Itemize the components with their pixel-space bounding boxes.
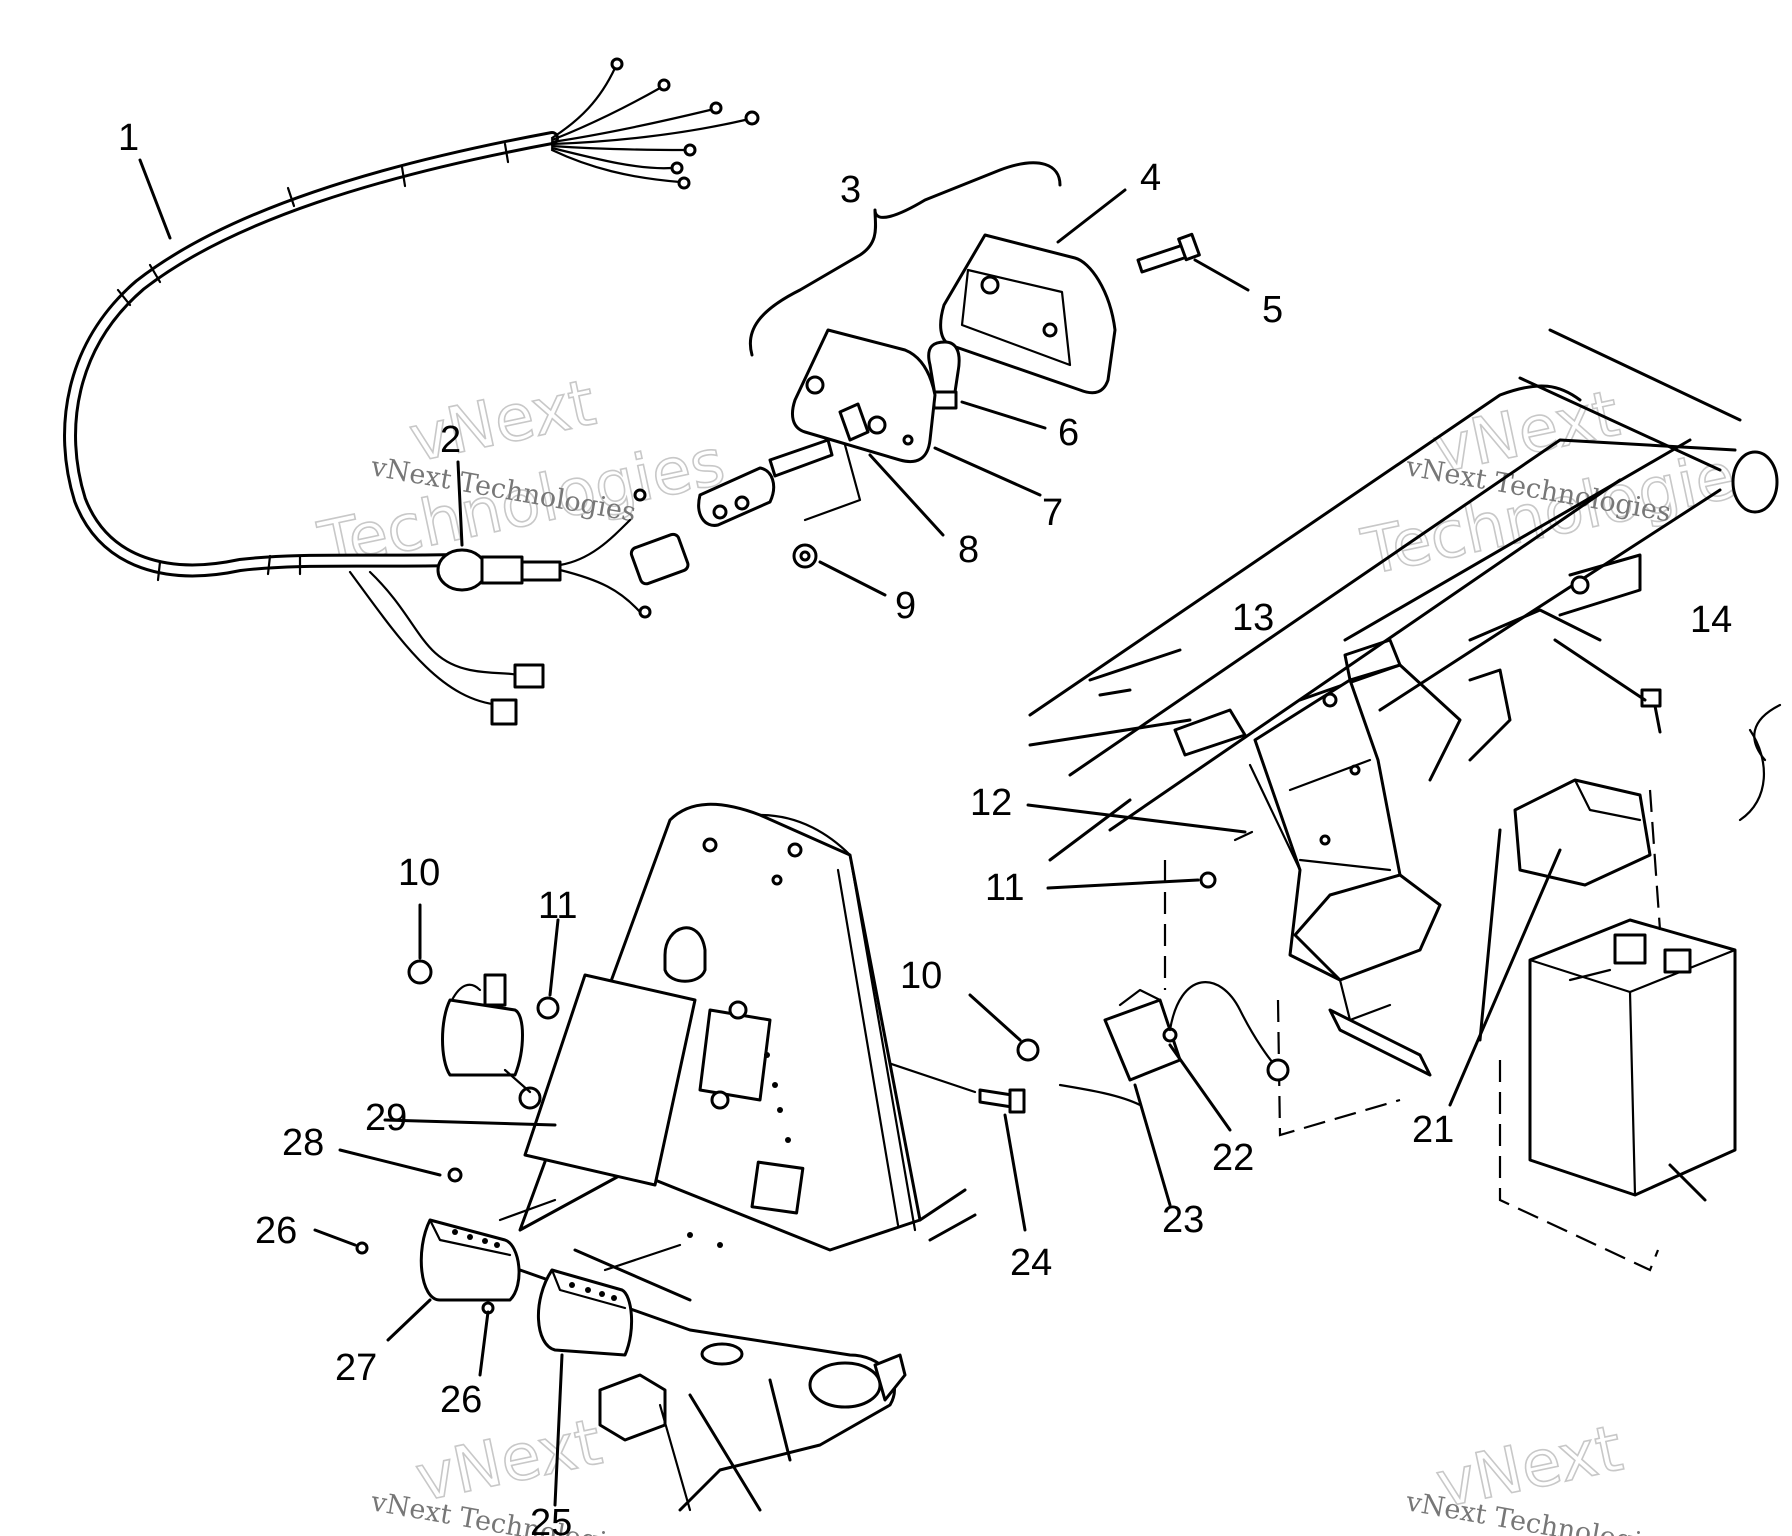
assembly-brace bbox=[748, 161, 1062, 357]
taillight-base bbox=[697, 328, 937, 527]
leader-lines bbox=[138, 158, 1707, 1507]
label-part-6: 6 bbox=[1058, 412, 1079, 454]
label-part-10b: 10 bbox=[900, 955, 942, 997]
label-part-29: 29 bbox=[365, 1097, 407, 1139]
connector-plug-a bbox=[513, 663, 545, 689]
bracket-27 bbox=[419, 1218, 521, 1302]
label-part-8: 8 bbox=[958, 529, 979, 571]
harness-connector bbox=[436, 548, 562, 592]
battery-pad bbox=[1513, 778, 1652, 887]
screw-26a bbox=[355, 1241, 369, 1255]
label-part-25: 25 bbox=[530, 1502, 572, 1536]
label-part-26a: 26 bbox=[255, 1210, 297, 1252]
label-part-3: 3 bbox=[840, 169, 861, 211]
label-part-9: 9 bbox=[895, 585, 916, 627]
plate-29 bbox=[523, 973, 697, 1187]
part-labels: 1 2 3 4 5 6 7 8 9 10 11 12 11 13 14 10 2… bbox=[118, 117, 1732, 1536]
label-part-11b: 11 bbox=[985, 867, 1024, 909]
bolt-14 bbox=[1640, 688, 1662, 734]
lower-frame bbox=[518, 1188, 977, 1512]
label-part-27: 27 bbox=[335, 1347, 377, 1389]
bracket-13 bbox=[1248, 678, 1442, 1137]
wiring-harness bbox=[63, 57, 760, 726]
regulator-23 bbox=[1058, 981, 1290, 1107]
label-part-14: 14 bbox=[1690, 599, 1732, 641]
label-part-28: 28 bbox=[282, 1122, 324, 1164]
taillight-lens bbox=[939, 233, 1117, 395]
screw-24 bbox=[978, 1088, 1026, 1114]
label-part-1: 1 bbox=[118, 117, 139, 159]
battery-cable bbox=[1738, 728, 1766, 822]
mount-tower bbox=[518, 802, 922, 1252]
frame-rails bbox=[1028, 328, 1779, 1042]
label-part-24: 24 bbox=[1010, 1242, 1052, 1284]
label-part-2: 2 bbox=[440, 419, 461, 461]
label-part-23: 23 bbox=[1162, 1199, 1204, 1241]
label-part-5: 5 bbox=[1262, 289, 1283, 331]
screw-28 bbox=[447, 1167, 463, 1183]
connector-plug-b bbox=[490, 698, 518, 726]
washer-11b bbox=[1199, 871, 1217, 889]
label-part-13: 13 bbox=[1232, 597, 1274, 639]
ignition-coil bbox=[407, 959, 560, 1110]
label-part-11a: 11 bbox=[538, 885, 577, 927]
label-part-22: 22 bbox=[1212, 1137, 1254, 1179]
lens-screw bbox=[1136, 232, 1201, 274]
label-part-21: 21 bbox=[1412, 1109, 1454, 1151]
label-part-26b: 26 bbox=[440, 1379, 482, 1421]
bracket-25 bbox=[536, 1268, 634, 1357]
battery bbox=[1498, 789, 1737, 1272]
label-part-10a: 10 bbox=[398, 852, 440, 894]
label-part-12: 12 bbox=[970, 782, 1012, 824]
nut-10b bbox=[1016, 1038, 1040, 1062]
label-part-4: 4 bbox=[1140, 157, 1161, 199]
connector-block bbox=[629, 532, 690, 586]
label-part-7: 7 bbox=[1042, 492, 1063, 534]
